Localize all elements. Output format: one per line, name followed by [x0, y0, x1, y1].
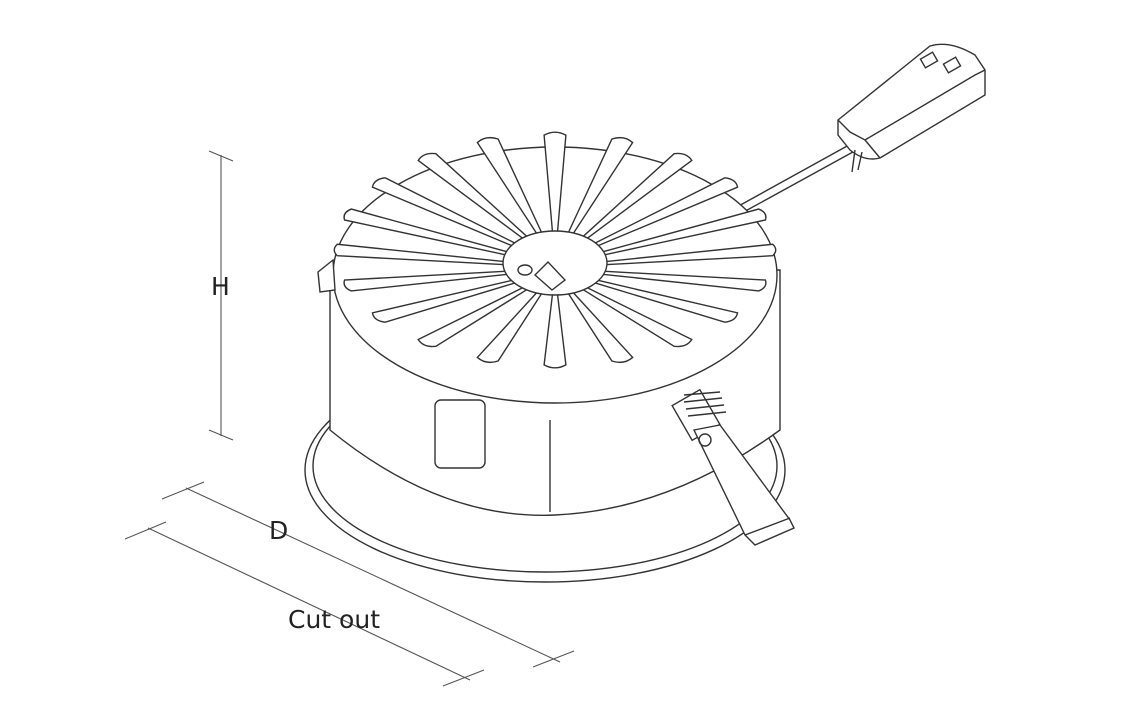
heatsink-fin: [567, 292, 634, 364]
heatsink-fin: [343, 208, 507, 256]
heatsink-fin: [476, 292, 543, 364]
driver-cable: [734, 139, 863, 215]
heatsink-hub: [502, 230, 608, 296]
cutout-dimension-line: [124, 521, 485, 687]
heatsink-fin: [417, 152, 528, 239]
heatsink-fin: [543, 131, 567, 232]
depth-label: D: [269, 516, 289, 545]
heatsink-fin: [343, 270, 507, 292]
mounting-tab: [317, 258, 336, 293]
heatsink-fin: [582, 152, 693, 239]
depth-dimension-line: [161, 481, 575, 668]
heatsink-fin: [606, 243, 777, 266]
heatsink-fin: [371, 279, 515, 323]
heatsink-fin: [567, 136, 634, 234]
heatsink-fin: [583, 287, 693, 348]
heatsink-fin: [603, 270, 767, 292]
led-driver-box: [837, 43, 986, 173]
heatsink-fin: [371, 177, 515, 247]
heatsink-fin: [603, 208, 767, 256]
cutout-label: Cut out: [288, 605, 380, 634]
heatsink-fin: [595, 279, 739, 323]
heatsink-fin: [595, 177, 739, 247]
heatsink-fin: [417, 287, 527, 348]
spring-clip: [671, 388, 795, 546]
heatsink-fin: [333, 243, 504, 266]
height-label: H: [211, 272, 230, 301]
heatsink-fin: [543, 294, 567, 369]
height-dimension-line: [208, 150, 234, 441]
heatsink-fin: [476, 136, 543, 234]
